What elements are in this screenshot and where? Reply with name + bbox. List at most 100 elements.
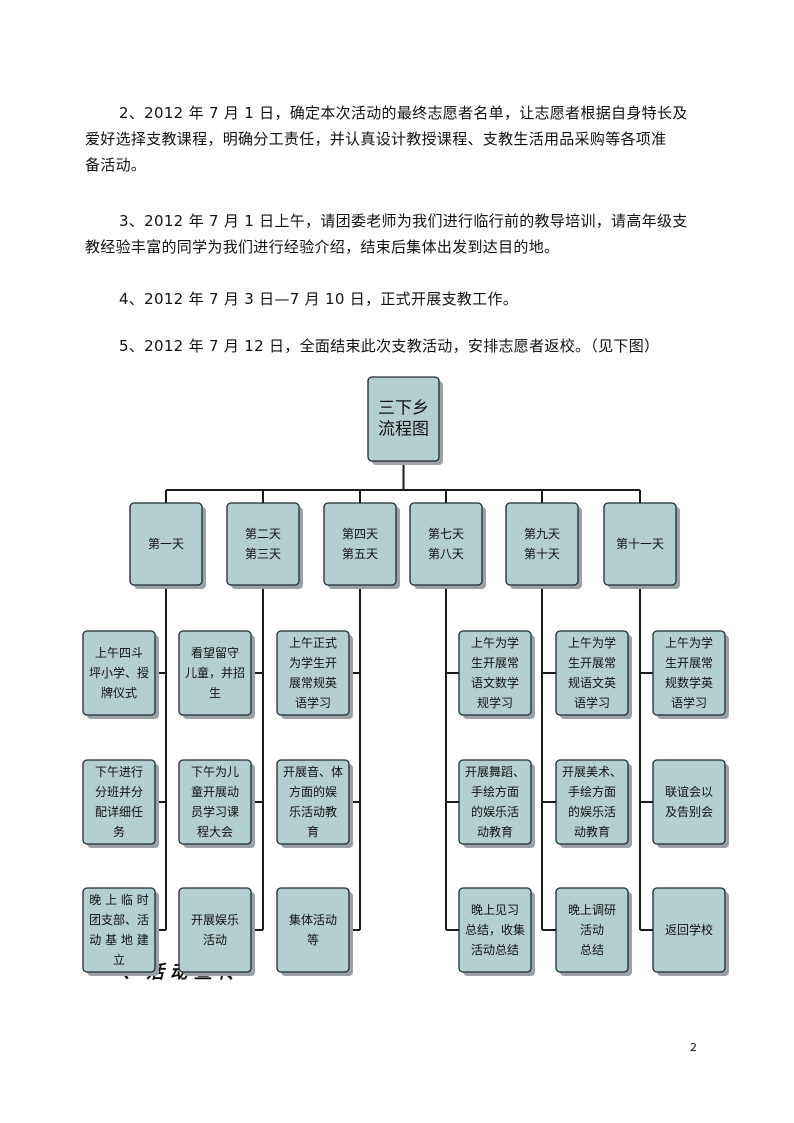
day-header-2-text-2: 第三天 [245,547,281,561]
day-header-1-rect [129,502,203,586]
day-header-6-rect [603,502,677,586]
activity-box-1-3-text-3: 动 基 地 建 [89,933,148,947]
paragraph-2-line-2: 爱好选择支教课程，明确分工责任，并认真设计教授课程、支教生活用品采购等各项准 [85,130,667,148]
activity-box-4-3-rect [458,887,532,973]
day-header-4-text-2: 第八天 [428,547,464,561]
activity-box-4-1-text-4: 规学习 [477,695,513,710]
paragraph-5-line-1: 5、2012 年 7 月 12 日，全面结束此次支教活动，安排志愿者返校。（见下… [119,337,660,355]
activity-box-4-3-text-1: 晚上见习 [471,903,519,917]
activity-box-3-3-rect [276,887,350,973]
flowchart-root-text-2: 流程图 [378,420,429,440]
day-header-6: 第十一天 [603,502,680,589]
activity-box-6-3: 返回学校 [652,887,729,976]
activity-box-4-1-rect [458,630,532,716]
activity-box-1-2-text-4: 务 [113,824,125,839]
activity-box-4-2-text-1: 开展舞蹈、 [465,765,525,779]
activity-box-6-2-text-1: 联谊会以 [665,784,713,799]
activity-box-4-2-text-3: 的娱乐活 [471,804,519,819]
activity-box-5-3-text-3: 总结 [580,943,604,957]
activity-box-6-3-rect [652,887,726,973]
paragraph-5: 5、2012 年 7 月 12 日，全面结束此次支教活动，安排志愿者返校。（见下… [85,333,705,359]
day-header-5-rect [505,502,579,586]
activity-box-4-3-text-2: 总结，收集 [465,922,525,937]
activity-box-2-1-text-2: 儿童，并招 [185,665,245,680]
paragraph-3: 3、2012 年 7 月 1 日上午，请团委老师为我们进行临行前的教导培训，请高… [85,208,705,260]
activity-box-3-1-text-3: 展常规英 [289,675,337,690]
paragraph-4: 4、2012 年 7 月 3 日—7 月 10 日，正式开展支教工作。 [85,286,705,312]
activity-box-6-1-text-4: 语学习 [671,695,707,710]
activity-box-2-1-rect [178,630,252,716]
activity-box-1-2-text-2: 分班并分 [95,785,143,799]
activity-box-4-2-text-4: 动教育 [477,824,513,839]
day-header-2-text-1: 第二天 [245,527,281,541]
activity-box-1-1-text-3: 牌仪式 [101,686,137,700]
paragraph-3-line-2: 教经验丰富的同学为我们进行经验介绍，结束后集体出发到达目的地。 [85,238,560,256]
activity-box-4-1-text-2: 生开展常 [471,656,519,670]
activity-box-6-2-rect [652,759,726,845]
activity-box-4-2-text-2: 手绘方面 [471,784,519,799]
day-header-3-rect [323,502,397,586]
activity-box-5-3-rect [555,887,629,973]
activity-box-3-2-rect [276,759,350,845]
activity-box-5-2-text-4: 动教育 [574,824,610,839]
activity-box-6-1-rect [652,630,726,716]
activity-box-6-1-text-1: 上午为学 [665,635,713,650]
paragraph-2: 2、2012 年 7 月 1 日，确定本次活动的最终志愿者名单，让志愿者根据自身… [85,100,705,178]
paragraph-2-line-3: 备活动。 [85,156,147,174]
activity-box-5-2-text-3: 的娱乐活 [568,804,616,819]
activity-box-5-3-text-2: 活动 [580,923,604,937]
day-header-6-text-1: 第十一天 [616,537,664,551]
activity-box-5-1-text-2: 生开展常 [568,656,616,670]
activity-box-5-1-text-1: 上午为学 [568,635,616,650]
activity-box-3-3-text-2: 等 [307,933,319,947]
activity-box-5-2-text-1: 开展美术、 [562,765,622,779]
activity-box-2-3-text-1: 开展娱乐 [191,913,239,927]
activity-box-5-1-text-3: 规语文英 [568,675,616,690]
day-header-3-text-2: 第五天 [342,547,378,561]
activity-box-3-2-text-3: 乐活动教 [289,804,337,819]
activity-box-3-3-text-1: 集体活动 [289,912,337,927]
activity-box-3-1-text-4: 语学习 [295,695,331,710]
activity-box-3-1-text-2: 为学生开 [289,655,337,670]
activity-box-2-2-rect [178,759,252,845]
activity-box-1-1-rect [82,630,156,716]
activity-box-3-1-text-1: 上午正式 [289,636,337,650]
activity-box-5-2-text-2: 手绘方面 [568,784,616,799]
activity-box-3-2-text-4: 育 [307,824,319,839]
activity-box-1-2-rect [82,759,156,845]
page-number: 2 [690,1041,697,1054]
activity-box-2-2-text-1: 下午为儿 [191,765,239,779]
activity-box-4-1-text-1: 上午为学 [471,635,519,650]
activity-box-3-2-text-1: 开展音、体 [283,764,343,779]
activity-box-6-3-text-1: 返回学校 [665,922,713,937]
activity-box-2-2-text-2: 童开展动 [191,784,239,799]
paragraph-3-line-1: 3、2012 年 7 月 1 日上午，请团委老师为我们进行临行前的教导培训，请高… [119,212,688,230]
activity-box-5-2-rect [555,759,629,845]
day-header-2-rect [226,502,300,586]
activity-box-1-3-text-2: 团支部、活 [89,912,149,927]
day-header-1: 第一天 [129,502,206,589]
day-header-5-text-1: 第九天 [524,527,560,541]
activity-box-2-1-text-1: 看望留守 [191,646,239,660]
activity-box-1-1-text-1: 上午四斗 [95,646,143,660]
activity-box-5-1-rect [555,630,629,716]
